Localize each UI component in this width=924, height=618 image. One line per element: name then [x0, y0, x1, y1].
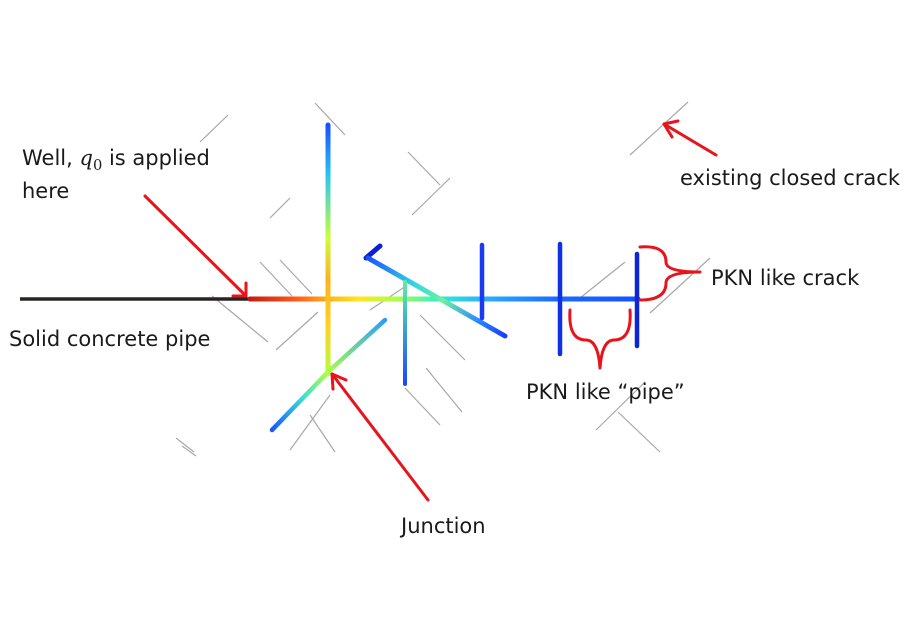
- well-q0-symbol: q0: [79, 146, 103, 175]
- diagonal-fracture-upper: [325, 317, 388, 375]
- junction-arrow-shaft: [330, 372, 430, 502]
- hydraulic-fracture-network: [247, 122, 641, 433]
- well-label-line1: Well, q0 is applied: [22, 146, 210, 175]
- branch-fracture: [365, 255, 508, 339]
- well-label-line2: here: [22, 178, 70, 203]
- pkn-crack-label: PKN like crack: [711, 266, 860, 290]
- junction-label: Junction: [401, 514, 486, 538]
- junction-arrow-head: [330, 372, 348, 391]
- solid-pipe-label: Solid concrete pipe: [9, 327, 211, 351]
- well-label: Well, q0 is applied here: [22, 144, 210, 206]
- pkn-crack-brace: [638, 245, 702, 302]
- crack-arrow-shaft: [662, 122, 718, 157]
- pkn-pipe-brace: [568, 308, 632, 370]
- well-arrow-head: [231, 281, 248, 298]
- existing-crack-label: existing closed crack: [680, 166, 900, 190]
- crack-arrow-head: [662, 119, 680, 139]
- pkn-pipe-label: PKN like “pipe”: [526, 380, 685, 404]
- existing-closed-cracks: [175, 101, 711, 457]
- well-arrow-shaft: [143, 194, 248, 298]
- annotations: [143, 119, 718, 502]
- diagonal-fracture-lower: [269, 369, 331, 433]
